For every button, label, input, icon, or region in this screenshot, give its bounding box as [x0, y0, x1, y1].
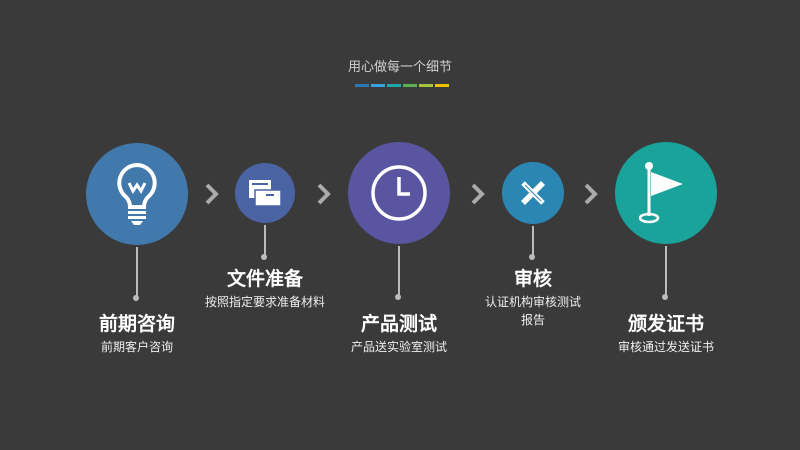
step-desc-line2: 报告: [520, 313, 545, 327]
step-desc: 审核通过发送证书: [617, 340, 714, 354]
step-title: 文件准备: [226, 268, 303, 290]
step-title: 颁发证书: [627, 313, 704, 335]
step-4-circle: [502, 162, 564, 224]
ruler-pencil-icon: [521, 181, 545, 205]
step-desc: 产品送实验室测试: [350, 340, 447, 354]
subtitle: 用心做每一个细节: [347, 60, 452, 75]
connector-line: [532, 226, 534, 257]
step-5-circle: [615, 142, 717, 244]
step-title: 产品测试: [360, 313, 437, 335]
step-desc: 按照指定要求准备材料: [204, 295, 325, 309]
color-bars: [355, 84, 449, 87]
step-title: 前期咨询: [98, 313, 175, 335]
connector-dot: [662, 294, 668, 300]
clock-icon: [371, 165, 427, 221]
step-title: 审核: [513, 268, 552, 290]
connector-line: [264, 225, 266, 257]
folder-icon: [249, 180, 282, 207]
chevron-right-icon: [317, 183, 331, 205]
connector-dot: [529, 254, 535, 260]
connector-dot: [395, 294, 401, 300]
step-desc: 认证机构审核测试报告: [443, 293, 623, 329]
step-1-circle: [86, 143, 188, 245]
step-desc-line1: 认证机构审核测试: [484, 295, 581, 309]
lightbulb-icon: [117, 162, 157, 225]
connector-line: [665, 246, 667, 296]
step-3-circle: [348, 142, 450, 244]
chevron-right-icon: [205, 183, 219, 205]
step-desc: 前期客户咨询: [100, 340, 173, 354]
step-2-circle: [235, 163, 295, 223]
flag-icon: [639, 162, 683, 224]
chevron-right-icon: [471, 183, 485, 205]
connector-line: [398, 246, 400, 296]
connector-line: [136, 247, 138, 297]
connector-dot: [133, 295, 139, 301]
connector-dot: [261, 254, 267, 260]
chevron-right-icon: [584, 183, 598, 205]
